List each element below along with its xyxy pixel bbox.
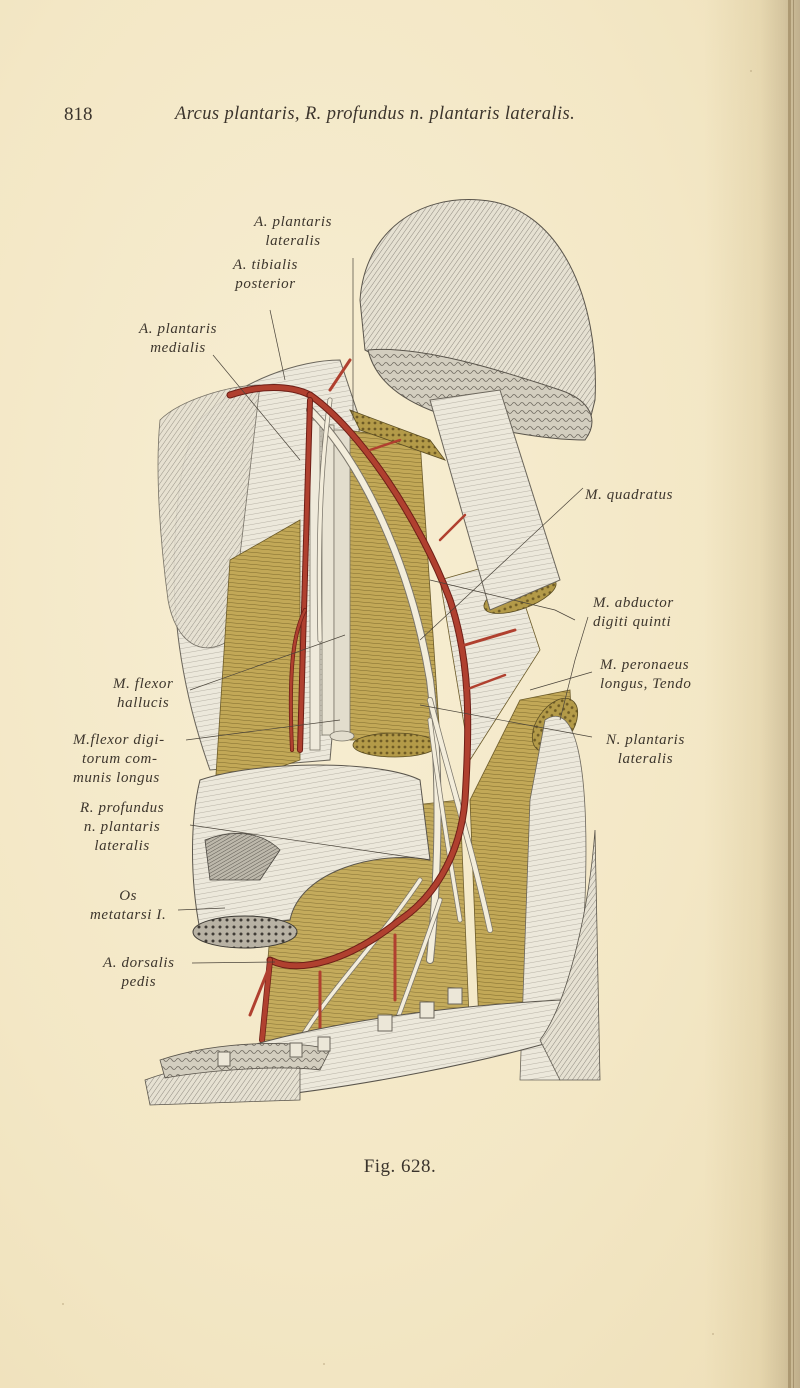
label-line: M.flexor digi- [73,732,165,748]
label-m-peronaeus-longus: M. peronaeus longus, Tendo [600,656,691,694]
label-line: M. abductor [593,595,674,611]
label-r-profundus: R. profundus n. plantaris lateralis [80,799,164,856]
label-a-dorsalis-pedis: A. dorsalis pedis [103,954,175,992]
label-line: lateralis [94,838,150,854]
toes-base [144,829,601,1106]
label-line: M. peronaeus [600,657,690,673]
label-m-flexor-digitorum: M.flexor digi- torum com- munis longus [73,731,165,788]
label-line: A. plantaris [139,321,218,337]
label-line: M. flexor [113,676,174,692]
label-line: A. dorsalis [103,955,175,971]
label-a-plantaris-lateralis: A. plantaris lateralis [254,213,332,251]
label-line: R. profundus [80,800,165,816]
leader-lines [177,258,593,964]
label-line: M. quadratus [585,487,674,503]
label-line: longus, Tendo [600,676,692,692]
page-header: 818 Arcus plantaris, R. profundus n. pla… [64,104,664,134]
flexor-tendons [309,419,355,751]
os-metatarsi-1 [192,764,431,949]
label-m-quadratus: M. quadratus [585,486,673,505]
paper-speck [62,1303,64,1305]
label-line: posterior [235,276,296,292]
figure-caption-text: Fig. 628. [363,1156,437,1177]
paper-speck [750,70,752,72]
label-line: lateralis [617,751,674,767]
label-line: metatarsi I. [90,907,167,923]
paper-speck [323,1363,325,1365]
paper-speck [712,1333,714,1335]
label-m-abductor-digiti-quinti: M. abductor digiti quinti [593,594,674,632]
label-line: N. plantaris [606,732,685,748]
label-line: Os [119,888,138,904]
page-spine-edge-inner [793,0,794,1388]
label-os-metatarsi: Os metatarsi I. [90,887,166,925]
label-n-plantaris-lateralis: N. plantaris lateralis [606,731,685,769]
label-line: lateralis [265,233,321,249]
label-m-flexor-hallucis: M. flexor hallucis [113,675,173,713]
arteries [226,358,517,1043]
label-a-tibialis-posterior: A. tibialis posterior [233,256,298,294]
nerves [297,397,493,1043]
label-line: A. plantaris [254,214,333,230]
label-line: torum com- [82,751,158,767]
running-title: Arcus plantaris, R. profundus n. plantar… [175,104,576,124]
label-line: n. plantaris [83,819,161,835]
label-a-plantaris-medialis: A. plantaris medialis [139,320,217,358]
label-line: hallucis [117,695,170,711]
page-spine-edge [788,0,791,1388]
figure-caption: Fig. 628. [0,1156,800,1178]
label-line: digiti quinti [593,614,672,630]
label-line: pedis [121,974,157,990]
label-line: medialis [150,340,206,356]
label-line: A. tibialis [233,257,298,273]
page-number: 818 [64,104,93,125]
label-line: munis longus [73,770,160,786]
